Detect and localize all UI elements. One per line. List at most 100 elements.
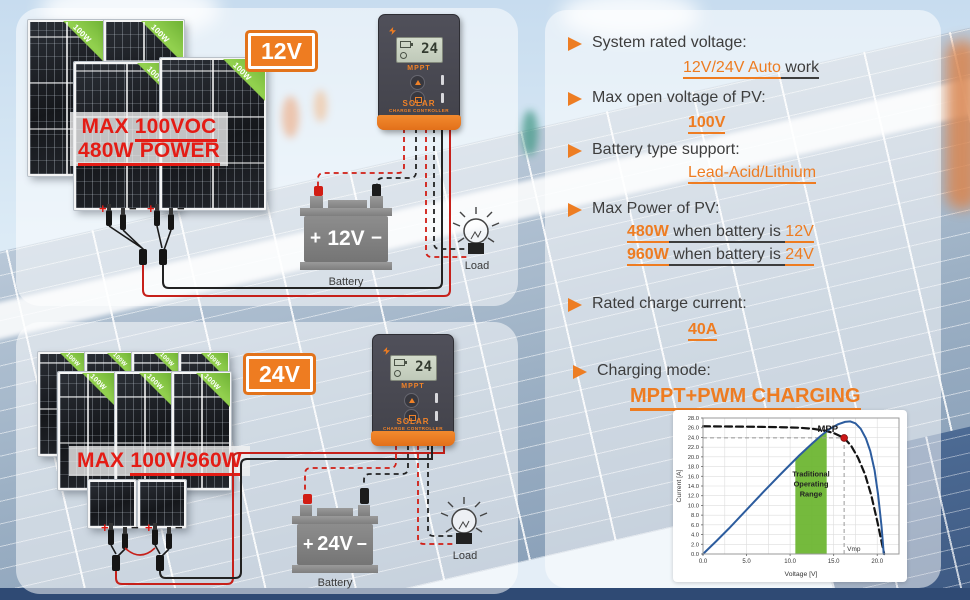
battery-terminal [370, 196, 383, 209]
ribbon-label: 100W [111, 351, 128, 369]
svg-text:10.0: 10.0 [688, 503, 699, 509]
sun-icon [394, 370, 401, 377]
pv-lead-plus: + [147, 201, 155, 216]
brand-logo-icon [389, 27, 396, 35]
spec-label: Charging mode: [597, 362, 711, 379]
max-rating-overlay: MAX 100V/960W [69, 446, 250, 476]
bullet-arrow-icon [568, 298, 582, 312]
power-ribbon: 100W [82, 373, 116, 407]
spec-power: 480W [627, 223, 669, 243]
ribbon-label: 100W [64, 351, 81, 369]
svg-text:5.0: 5.0 [742, 559, 751, 565]
positive-connector [303, 494, 312, 504]
svg-text:12.0: 12.0 [688, 494, 699, 500]
vent-slot [441, 93, 444, 103]
battery-voltage: 12V [327, 227, 365, 250]
svg-text:Vmp: Vmp [847, 546, 861, 553]
spec-mid: when battery is [668, 246, 786, 266]
spec-value: MPPT+PWM CHARGING [630, 385, 861, 411]
battery-body: + 24V − [297, 524, 373, 565]
background-crane [946, 40, 970, 210]
overlay-prefix: MAX [81, 115, 135, 138]
pv-lead-plus: + [99, 201, 107, 216]
svg-text:10.0: 10.0 [784, 559, 796, 565]
spec-label: Rated charge current: [592, 295, 747, 312]
bullet-arrow-icon [573, 365, 587, 379]
spec-label: Battery type support: [592, 141, 740, 158]
battery-minus: − [370, 228, 382, 249]
power-ribbon: 100W [63, 21, 105, 63]
solar-panel [88, 480, 136, 528]
load-bulb-icon [440, 497, 488, 544]
bullet-arrow-icon [568, 203, 582, 217]
battery-top-bar [317, 508, 353, 516]
sun-icon [400, 52, 407, 59]
spec-card: System rated voltage: 12V/24V Auto work … [545, 10, 941, 588]
battery-caption: Battery [328, 276, 364, 288]
battery-terminal [300, 505, 312, 516]
brand-line2: CHARGE CONTROLLER [389, 108, 449, 113]
set-button [404, 409, 419, 424]
ribbon-label: 100W [71, 22, 94, 45]
battery-plus: + [303, 534, 314, 554]
lcd-value: 24 [421, 41, 438, 57]
svg-text:6.0: 6.0 [691, 523, 699, 529]
controller-orange-band [371, 431, 455, 446]
spec-value-main: Lead-Acid/Lithium [688, 164, 817, 184]
svg-text:26.0: 26.0 [688, 426, 699, 432]
svg-text:24.0: 24.0 [688, 435, 699, 441]
pv-lead-minus: − [131, 520, 139, 535]
bullet-arrow-icon [568, 144, 582, 158]
battery-icon [400, 41, 413, 48]
spec-value-suffix: work [780, 59, 820, 79]
pv-lead-minus: − [129, 201, 137, 216]
bullet-arrow-icon [568, 37, 582, 51]
battery-base [300, 262, 392, 270]
background-worker [522, 110, 538, 156]
spec-label: Max Power of PV: [592, 200, 720, 217]
pv-lead-minus: − [177, 201, 185, 216]
up-arrow-icon [414, 80, 421, 85]
spec-value-main: 12V/24V Auto [683, 59, 781, 79]
battery-top-bar [328, 200, 367, 209]
set-icon [409, 414, 416, 421]
overlay-main: 100V/960W [130, 449, 242, 476]
spec-mid: when battery is [668, 223, 786, 243]
pv-lead-plus: + [145, 520, 153, 535]
negative-connector [360, 488, 369, 504]
load-bulb-icon [452, 207, 500, 254]
ribbon-label: 100W [145, 373, 165, 392]
negative-connector [372, 184, 381, 197]
spec-volt: 24V [785, 246, 814, 266]
svg-text:2.0: 2.0 [691, 542, 699, 548]
up-button [404, 393, 419, 408]
brand-line1: SOLAR [402, 99, 436, 108]
svg-text:22.0: 22.0 [688, 445, 699, 451]
svg-text:20.0: 20.0 [871, 559, 883, 565]
ribbon-label: 100W [202, 373, 222, 392]
power-ribbon: 100W [196, 373, 230, 407]
battery-terminal [358, 505, 370, 516]
diagram-card-24v: 100W 100W 100W 100W 100W 100W 100W MAX 1… [16, 322, 518, 594]
spec-power: 960W [627, 246, 669, 266]
spec-value-main: MPPT+PWM CHARGING [630, 385, 861, 411]
controller-lcd: 24 [390, 355, 437, 381]
svg-text:8.0: 8.0 [691, 513, 699, 519]
up-arrow-icon [408, 398, 415, 403]
svg-text:16.0: 16.0 [688, 474, 699, 480]
controller-lcd: 24 [396, 37, 443, 63]
battery-voltage: 24V [317, 533, 353, 555]
svg-text:28.0: 28.0 [688, 416, 699, 422]
lcd-value: 24 [415, 359, 432, 375]
load-caption: Load [464, 260, 490, 272]
spec-volt: 12V [785, 223, 814, 243]
ribbon-label: 100W [205, 351, 222, 369]
svg-text:Range: Range [800, 489, 823, 498]
ribbon-label: 100W [158, 351, 175, 369]
mppt-label: MPPT [407, 65, 431, 72]
svg-text:0.0: 0.0 [699, 559, 708, 565]
svg-text:15.0: 15.0 [828, 559, 840, 565]
spec-value: 960W when battery is 24V [627, 246, 814, 266]
